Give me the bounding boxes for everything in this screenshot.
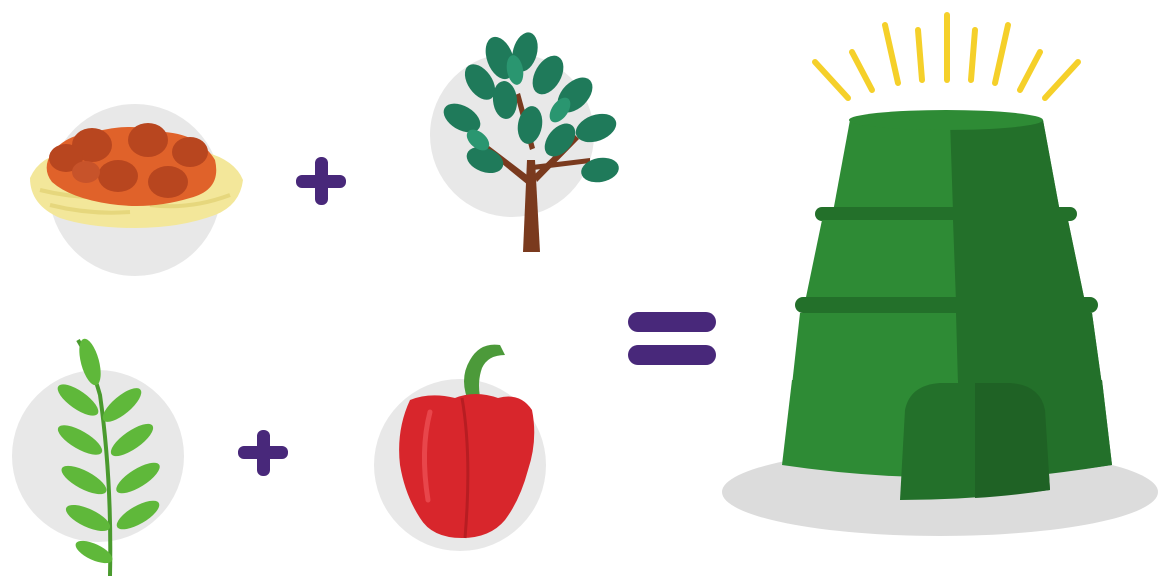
tree-icon xyxy=(430,30,621,252)
sparkle-rays xyxy=(815,15,1078,98)
equals-operator xyxy=(628,312,716,365)
bell-pepper-icon xyxy=(374,345,546,551)
plus-operator-2 xyxy=(238,430,288,476)
plus-operator-1 xyxy=(296,157,346,205)
pasta-icon xyxy=(30,104,243,276)
compost-bin-icon xyxy=(722,15,1158,536)
leaf-branch-icon xyxy=(12,336,184,576)
